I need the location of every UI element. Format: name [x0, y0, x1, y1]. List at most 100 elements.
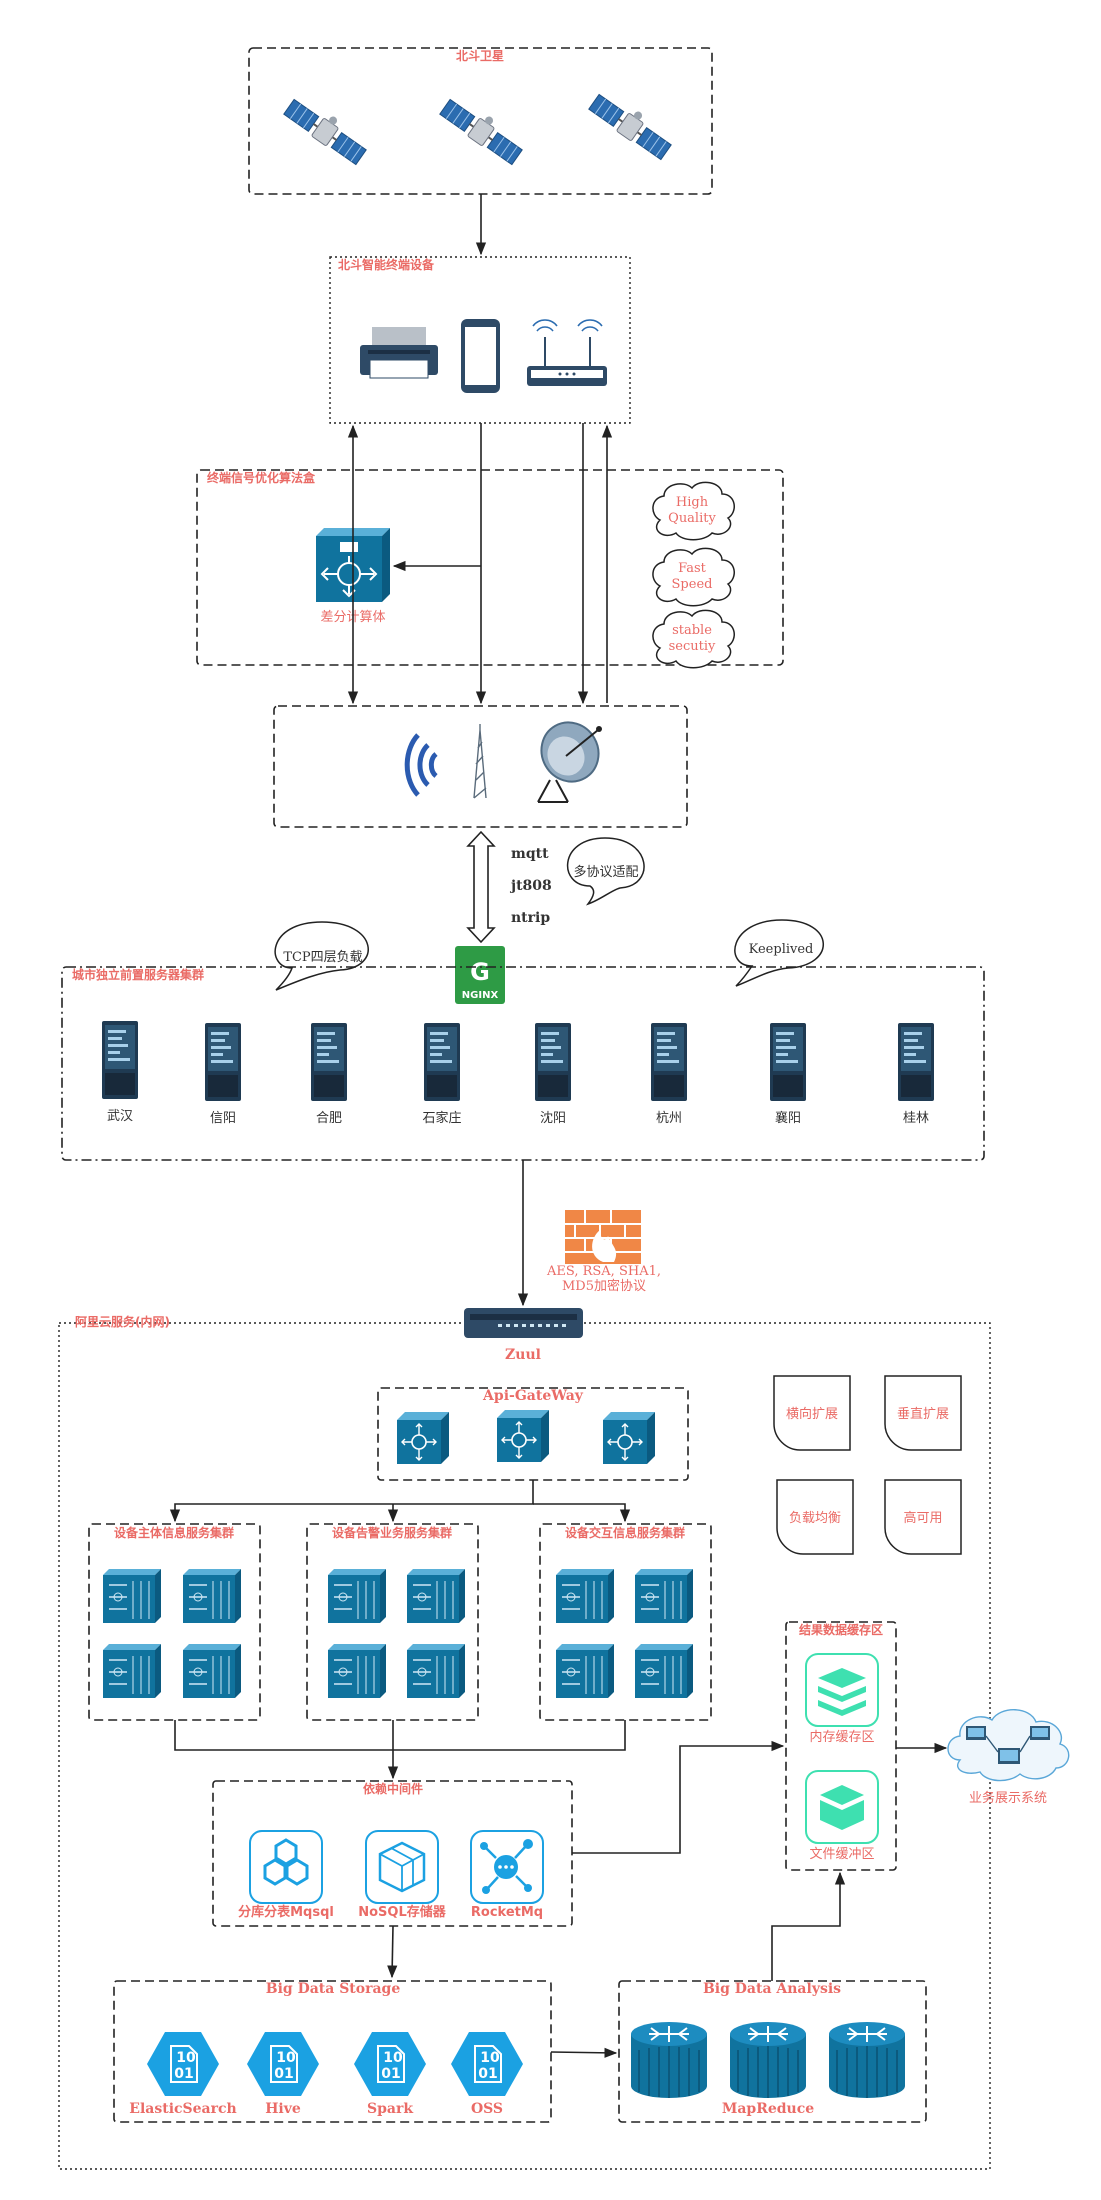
city-servers-box	[61, 966, 985, 1161]
bigdata-storage-label: Big Data Storage	[266, 1981, 401, 1997]
bigdata-analysis-group: Big Data Analysis MapReduce	[618, 1980, 927, 2123]
speech-bubble: Keeplived	[734, 919, 824, 987]
service-node-icon	[555, 1643, 615, 1699]
note-text: 高可用	[903, 1510, 942, 1526]
mem-cache-label: 内存缓存区	[809, 1729, 874, 1745]
storage-item-label: Hive	[265, 2101, 301, 2117]
cluster-main-label: 设备主体信息服务集群	[114, 1525, 234, 1540]
city-servers-group: 城市独立前置服务器集群 武汉 信阳 合肥 石家庄 沈阳 杭州 襄阳 桂林	[61, 966, 985, 1161]
cluster-alarm-label: 设备告警业务服务集群	[332, 1525, 452, 1540]
bigdata-storage-box	[113, 1980, 552, 2123]
note-shape: 负载均衡	[776, 1479, 854, 1555]
bigdata-analysis-box	[618, 1980, 927, 2123]
bubble-text: 多协议适配	[573, 864, 638, 880]
phone-icon	[461, 319, 500, 393]
display-system-label: 业务展示系统	[969, 1790, 1047, 1806]
firewall-label: MD5加密协议	[562, 1278, 646, 1294]
city-servers-label: 城市独立前置服务器集群	[72, 967, 204, 982]
note-text: 横向扩展	[786, 1406, 838, 1422]
cluster-alarm-group: 设备告警业务服务集群	[306, 1523, 479, 1721]
firewall-icon	[565, 1210, 641, 1264]
cloud-text: Quality	[668, 511, 716, 526]
satellite-icon	[281, 91, 373, 168]
cache-box	[785, 1621, 897, 1871]
nginx-word: NGINX	[462, 990, 499, 1001]
gateway-node-icon	[602, 1411, 656, 1465]
server-icon	[205, 1023, 241, 1101]
display-system-icon	[947, 1709, 1070, 1782]
service-node-icon	[182, 1568, 242, 1624]
cloud-text: Speed	[672, 577, 713, 592]
city-label: 杭州	[656, 1111, 682, 1126]
arrow-gateway-to-interact	[533, 1503, 631, 1523]
cluster-main-group: 设备主体信息服务集群	[88, 1523, 261, 1721]
city-label: 襄阳	[775, 1110, 801, 1126]
binary-text: 10	[276, 2050, 296, 2066]
api-gateway-group: Api-GateWay	[377, 1387, 689, 1481]
bigdata-analysis-label: Big Data Analysis	[703, 1981, 841, 1997]
bubble-text: Keeplived	[749, 942, 814, 957]
middleware-item-label: 分库分表Mqsql	[238, 1904, 334, 1920]
binary-text: 10	[176, 2050, 196, 2066]
cache-label: 结果数据缓存区	[799, 1622, 883, 1637]
middleware-label: 依赖中间件	[363, 1781, 423, 1796]
storage-item-label: ElasticSearch	[129, 2101, 236, 2117]
satellites-label: 北斗卫星	[456, 48, 504, 63]
binary-text: 01	[381, 2066, 400, 2082]
speech-bubble: TCP四层负载	[274, 921, 369, 991]
protocol-label: ntrip	[511, 910, 550, 926]
cloud-text: High	[676, 495, 709, 510]
service-node-icon	[634, 1568, 694, 1624]
middleware-item-label: RocketMq	[471, 1905, 543, 1920]
city-label: 信阳	[210, 1111, 236, 1126]
algorithm-box	[196, 469, 784, 666]
elasticsearch-icon: 10 01	[146, 2031, 220, 2097]
service-node-icon	[327, 1568, 387, 1624]
server-icon	[424, 1023, 460, 1101]
city-label: 石家庄	[422, 1110, 461, 1126]
server-icon	[651, 1023, 687, 1101]
cluster-interact-label: 设备交互信息服务集群	[565, 1525, 685, 1540]
printer-icon	[360, 327, 438, 379]
gateway-node-icon	[496, 1409, 550, 1463]
mysql-icon	[249, 1830, 323, 1904]
aliyun-label: 阿里云服务(内网)	[75, 1314, 170, 1329]
cloud-note: High Quality	[652, 481, 735, 541]
nginx-icon: G NGINX	[455, 946, 505, 1004]
cloud-text: stable	[672, 623, 712, 638]
gateway-node-icon	[396, 1411, 450, 1465]
server-icon	[102, 1021, 138, 1099]
server-icon	[535, 1023, 571, 1101]
middleware-group: 依赖中间件 分库分表Mqsql NoSQL存储器 RocketMq	[212, 1780, 573, 1927]
note-shape: 垂直扩展	[884, 1375, 962, 1451]
terminals-box	[329, 256, 631, 424]
algorithm-group: 终端信号优化算法盒 差分计算体 High Quality Fast Speed …	[196, 469, 784, 669]
arrow-middleware-to-storage	[387, 1925, 398, 1979]
satellite-dish-icon	[537, 721, 602, 803]
hive-icon: 10 01	[246, 2031, 320, 2097]
mapreduce-node-icon	[630, 2021, 708, 2099]
binary-text: 01	[478, 2066, 497, 2082]
note-shape: 高可用	[884, 1479, 962, 1555]
cloud-text: secutiy	[669, 639, 716, 654]
note-shape: 横向扩展	[773, 1375, 851, 1451]
binary-text: 01	[174, 2066, 193, 2082]
service-node-icon	[406, 1568, 466, 1624]
router-icon	[527, 319, 607, 386]
city-label: 桂林	[903, 1111, 929, 1126]
city-label: 武汉	[107, 1109, 133, 1124]
tower-icon	[473, 724, 487, 799]
api-gateway-label: Api-GateWay	[482, 1388, 584, 1404]
arrow-middleware-to-cache	[572, 1740, 785, 1854]
spark-icon: 10 01	[353, 2031, 427, 2097]
mapreduce-node-icon	[828, 2021, 906, 2099]
city-label: 沈阳	[540, 1111, 566, 1126]
service-node-icon	[406, 1643, 466, 1699]
firewall-label: AES, RSA, SHA1,	[546, 1264, 661, 1279]
protocol-label: jt808	[509, 878, 552, 894]
service-node-icon	[555, 1568, 615, 1624]
cluster-interact-group: 设备交互信息服务集群	[539, 1523, 712, 1721]
middleware-item-label: NoSQL存储器	[358, 1904, 447, 1920]
arrow-storage-to-analysis	[550, 2047, 618, 2058]
